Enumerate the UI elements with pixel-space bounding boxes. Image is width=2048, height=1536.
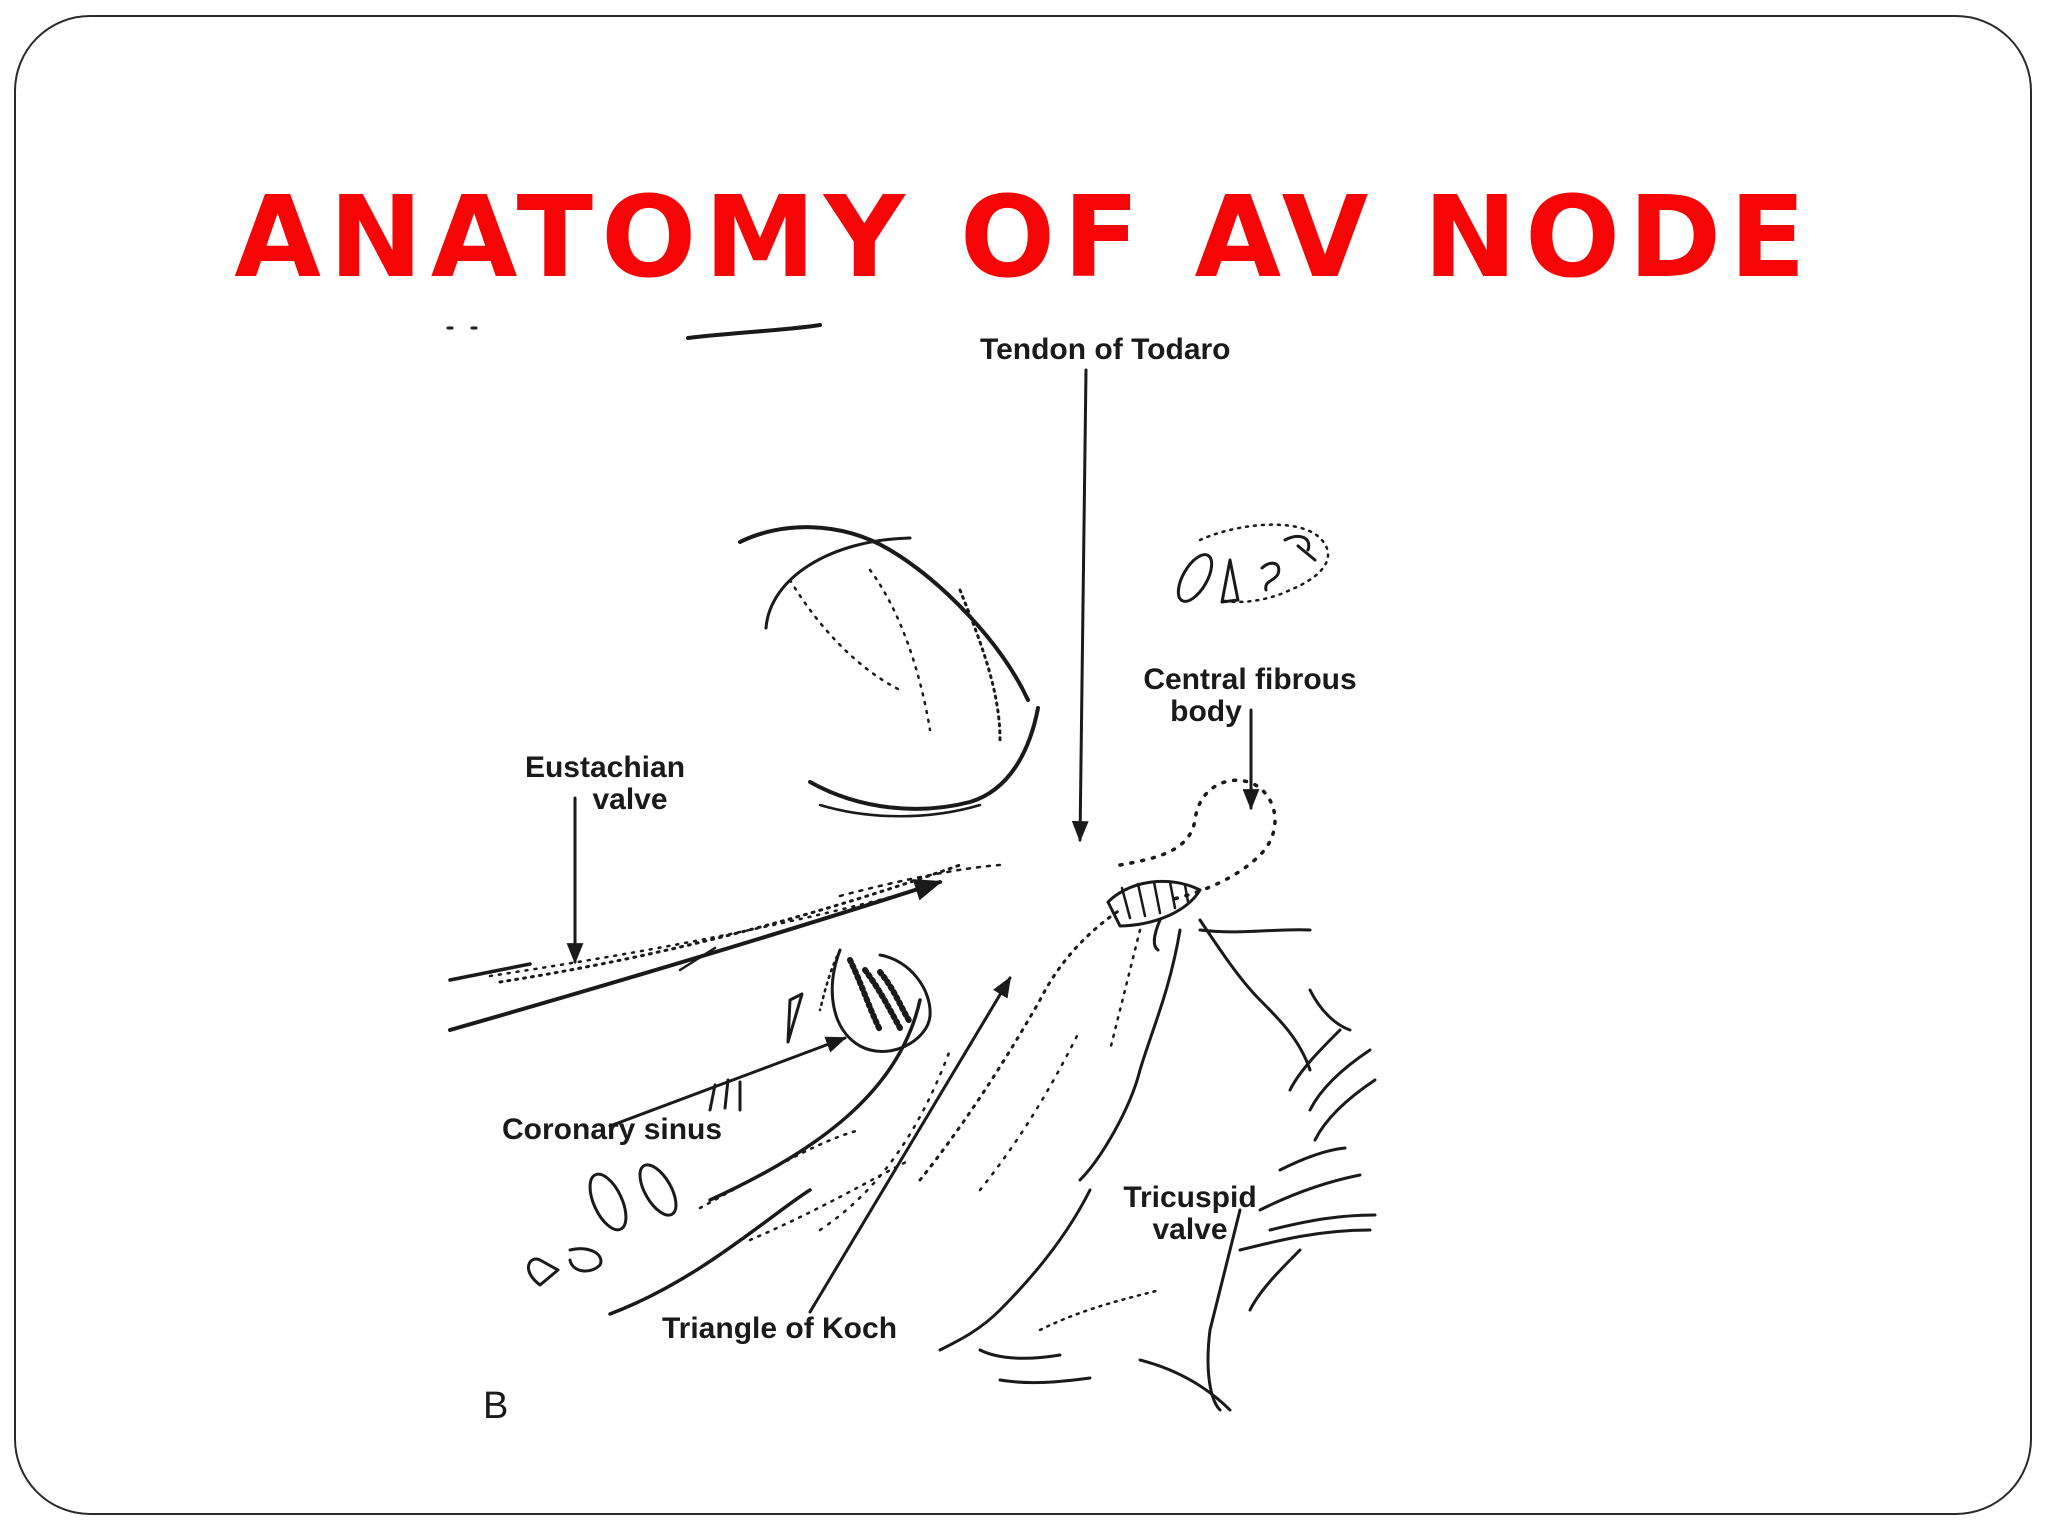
slide-frame [14, 15, 2032, 1515]
tricuspid-valve-leaflets [938, 918, 1377, 1412]
tricuspid-valve-line2: valve [1152, 1213, 1228, 1246]
central-fibrous-body-outline [1118, 778, 1277, 902]
triangle-of-koch-pointer [808, 976, 1012, 1314]
central-fibrous-body-line1: Central fibrous [1143, 663, 1357, 696]
eustachian-valve-line1: Eustachian [524, 751, 686, 784]
tendon-of-todaro-pointer [1071, 368, 1089, 843]
upper-right-structures [1176, 523, 1330, 604]
eustachian-valve-line2: valve [592, 783, 668, 816]
coronary-sinus-label: Coronary sinus [502, 1113, 723, 1146]
tricuspid-annulus-dotted [918, 908, 1122, 1182]
slide-title: ANATOMY OF AV NODE [234, 173, 1814, 303]
lower-left-hatching [527, 1078, 742, 1287]
av-node-structure [1106, 879, 1202, 952]
tendon-of-todaro-label: Tendon of Todaro [980, 333, 1231, 366]
upper-contour-fragment [686, 323, 822, 340]
eustachian-valve-ridge [448, 863, 1002, 1032]
tricuspid-valve-line1: Tricuspid [1123, 1181, 1257, 1214]
tricuspid-valve-label: Tricuspid valve [1090, 1182, 1290, 1246]
anatomy-line-drawing [446, 323, 1377, 1412]
triangle-of-koch-label: Triangle of Koch [662, 1312, 898, 1345]
central-fibrous-body-label: Central fibrous body [1090, 664, 1410, 728]
panel-letter: B [483, 1385, 509, 1427]
av-node-anatomy-figure: Tendon of Todaro Central fibrous body Eu… [440, 310, 1380, 1510]
fossa-ovalis-outline [738, 525, 1040, 818]
central-fibrous-body-line2: body [1170, 695, 1242, 728]
coronary-sinus-orifice [678, 946, 932, 1053]
eustachian-valve-label: Eustachian valve [495, 752, 715, 816]
